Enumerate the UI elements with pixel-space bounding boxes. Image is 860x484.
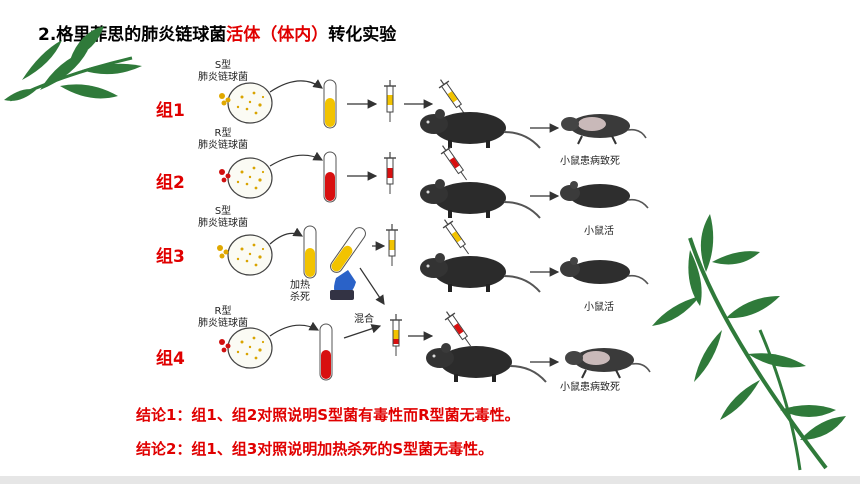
title-highlight: 活体（体内） (226, 25, 329, 45)
group-label-2: 组2 (156, 173, 185, 193)
mix-label: 混合 (354, 314, 374, 325)
conclusion-1: 结论1：组1、组2对照说明S型菌有毒性而R型菌无毒性。 (136, 406, 520, 424)
group-label-4: 组4 (156, 349, 185, 369)
strain-label-1: S型 肺炎链球菌 (198, 60, 248, 83)
title-middle: 转化 (328, 25, 363, 45)
conclusion-2: 结论2：组1、组3对照说明加热杀死的S型菌无毒性。 (136, 440, 494, 458)
strain-label-3: S型 肺炎链球菌 (198, 206, 248, 229)
result-label-2: 小鼠活 (584, 226, 614, 237)
result-label-3: 小鼠活 (584, 302, 614, 313)
group-label-3: 组3 (156, 247, 185, 267)
result-label-4: 小鼠患病致死 (560, 382, 620, 393)
heat-kill-label: 加热 杀死 (290, 280, 310, 303)
strain-label-2: R型 肺炎链球菌 (198, 128, 248, 151)
result-label-1: 小鼠患病致死 (560, 156, 620, 167)
bamboo-left-icon (4, 26, 142, 102)
group-label-1: 组1 (156, 101, 185, 121)
strain-label-4: R型 肺炎链球菌 (198, 306, 248, 329)
title-suffix: 实验 (362, 25, 397, 45)
bamboo-right-icon (652, 214, 846, 471)
bottom-strip (0, 476, 860, 484)
